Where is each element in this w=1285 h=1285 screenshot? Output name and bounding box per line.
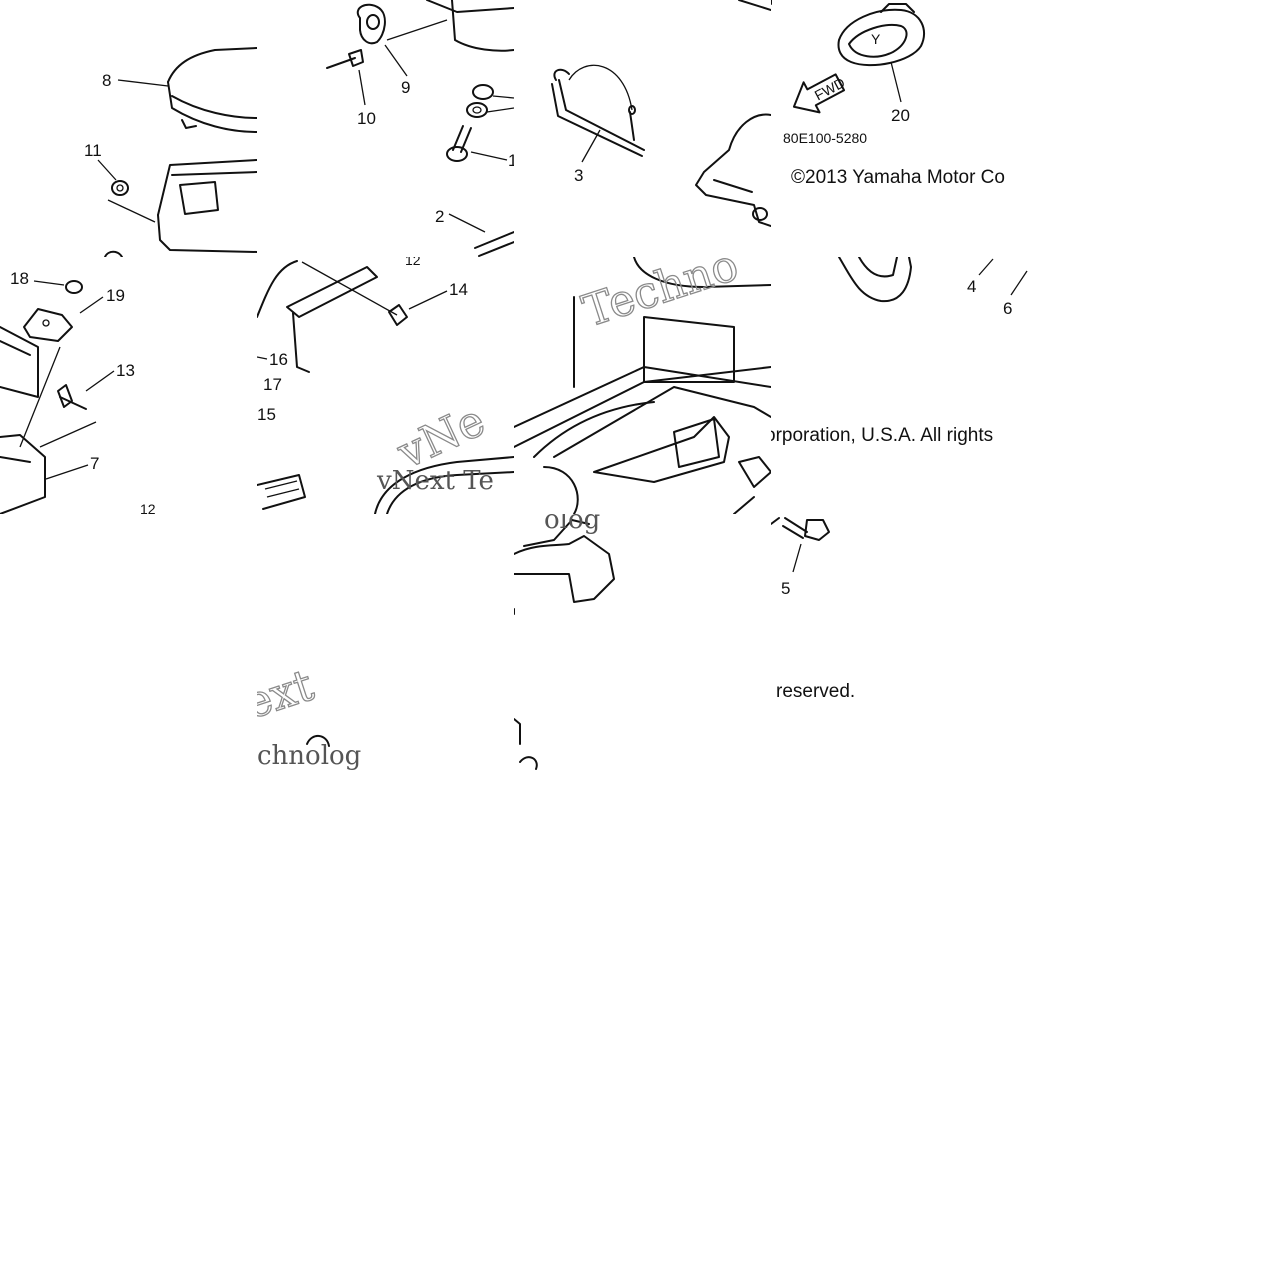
- watermark-b: vNext Te: [376, 466, 494, 496]
- tile-lower-bracket: olog: [514, 514, 771, 771]
- tile-battery-box-side: 18 19 13 7 12: [0, 257, 257, 514]
- copyright-line-3: reserved.: [776, 681, 855, 702]
- callout-20: 20: [891, 106, 910, 125]
- callout-4: 4: [967, 277, 976, 296]
- tile-frame-body: Techno: [514, 257, 771, 514]
- callout-16: 16: [269, 350, 288, 369]
- tile-rod-and-bracket: 3: [514, 0, 771, 257]
- callout-2: 2: [435, 207, 444, 226]
- callout-5: 5: [781, 579, 790, 598]
- callout-9: 9: [401, 78, 410, 97]
- tile-bracket-bolts: 9 10 1 2: [257, 0, 514, 257]
- tile-bolt-reserved: 5 reserved.: [771, 514, 1028, 771]
- tile-blank: [0, 514, 257, 771]
- connector-mark: Y: [871, 31, 881, 47]
- part-code: 80E100-5280: [783, 130, 867, 146]
- callout-17: 17: [263, 375, 282, 394]
- callout-19: 19: [106, 286, 125, 305]
- callout-12-partial: 12: [140, 501, 156, 514]
- callout-15: 15: [257, 405, 276, 424]
- tile-plate-clip: 12 14 16 17 15 vNext Te vNe: [257, 257, 514, 514]
- callout-18: 18: [10, 269, 29, 288]
- watermark-d: ext: [257, 660, 320, 730]
- fwd-arrow-icon: FWD: [792, 73, 848, 114]
- watermark-f: olog: [544, 514, 600, 535]
- copyright-line-1: ©2013 Yamaha Motor Co: [791, 167, 1005, 188]
- callout-11: 11: [84, 141, 102, 160]
- tile-battery-box-top: 8 11: [0, 0, 257, 257]
- copyright-line-2: orporation, U.S.A. All rights: [771, 425, 993, 446]
- callout-6: 6: [1003, 299, 1012, 318]
- callout-12: 12: [405, 257, 421, 268]
- callout-8: 8: [102, 71, 111, 90]
- callout-7: 7: [90, 454, 99, 473]
- tile-bracket-copyright: 4 6 orporation, U.S.A. All rights: [771, 257, 1028, 514]
- tile-watermark: ext chnolog: [257, 514, 514, 771]
- callout-14: 14: [449, 280, 468, 299]
- callout-10: 10: [357, 109, 376, 128]
- callout-13: 13: [116, 361, 135, 380]
- tile-connector-copyright: Y 20 FWD 80E100-5280 ©2013 Yamaha Motor …: [771, 0, 1028, 257]
- callout-1: 1: [508, 151, 514, 170]
- watermark-e: chnolog: [257, 741, 361, 771]
- callout-3: 3: [574, 166, 583, 185]
